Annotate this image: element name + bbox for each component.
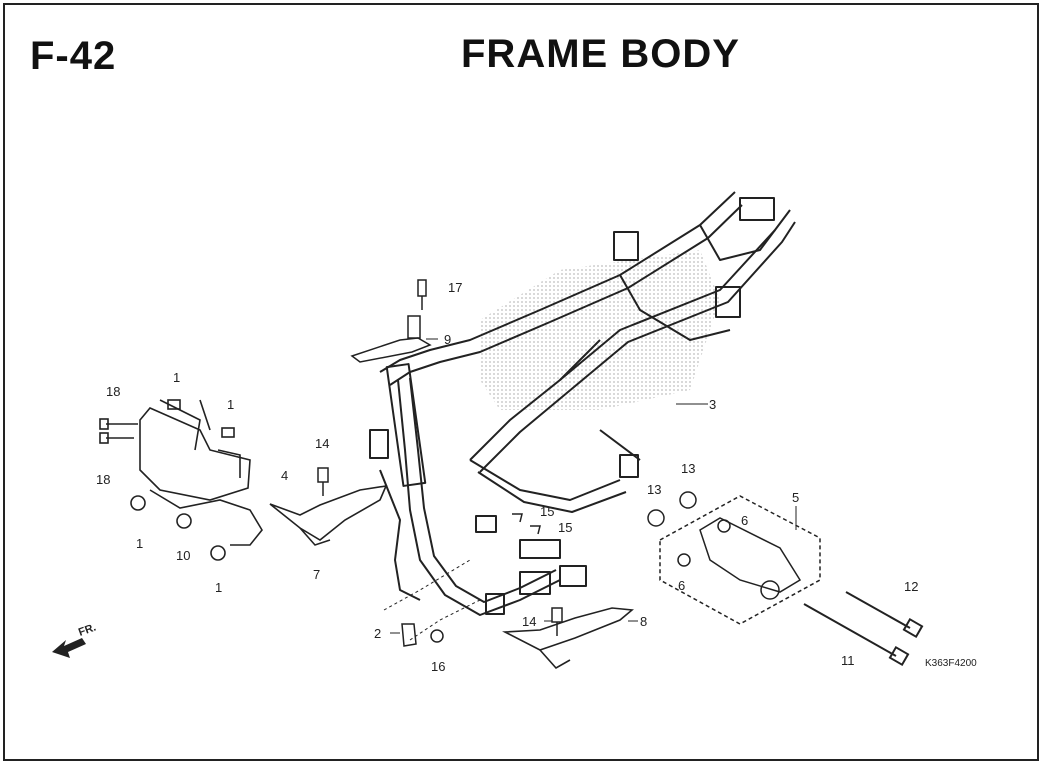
dashed-leaders: [383, 559, 481, 641]
callout-1: 1: [136, 536, 143, 551]
callout-5: 5: [792, 490, 799, 505]
page-code: F-42: [30, 34, 117, 78]
callout-6: 6: [741, 513, 748, 528]
callout-leaders: [390, 338, 797, 634]
callout-14: 14: [522, 614, 536, 629]
step-plates: [269, 484, 634, 670]
page-title: FRAME BODY: [461, 32, 740, 76]
main-frame: [369, 191, 796, 616]
long-bolts: [803, 591, 924, 667]
callout-13: 13: [647, 482, 661, 497]
callout-4: 4: [281, 468, 288, 483]
drawing-reference-code: K363F4200: [925, 658, 977, 669]
callout-18: 18: [106, 384, 120, 399]
callout-15: 15: [540, 504, 554, 519]
callout-16: 16: [431, 659, 445, 674]
callout-17: 17: [448, 280, 462, 295]
page-border: [3, 3, 1039, 761]
callout-3: 3: [709, 397, 716, 412]
callout-18: 18: [96, 472, 110, 487]
callout-1: 1: [215, 580, 222, 595]
callout-8: 8: [640, 614, 647, 629]
front-direction-label: FR.: [77, 621, 98, 638]
fasteners: [317, 467, 697, 647]
callout-numbers: 1 1 1 1 2 3 4 5 6 6 7 8 9 10 11 12 13 13…: [96, 280, 918, 674]
callout-12: 12: [904, 579, 918, 594]
callout-11: 11: [841, 653, 855, 668]
callout-13: 13: [681, 461, 695, 476]
callout-7: 7: [313, 567, 320, 582]
callout-6: 6: [678, 578, 685, 593]
callout-2: 2: [374, 626, 381, 641]
callout-14: 14: [315, 436, 329, 451]
callout-15: 15: [558, 520, 572, 535]
brand-watermark: [480, 250, 720, 410]
callout-1: 1: [173, 370, 180, 385]
engine-hanger-assembly: [659, 495, 821, 625]
callout-10: 10: [176, 548, 190, 563]
callout-9: 9: [444, 332, 451, 347]
front-direction-arrow: FR.: [52, 621, 98, 658]
callout-1: 1: [227, 397, 234, 412]
top-bracket-assembly: [350, 279, 432, 363]
left-stay-assembly: [99, 399, 263, 561]
